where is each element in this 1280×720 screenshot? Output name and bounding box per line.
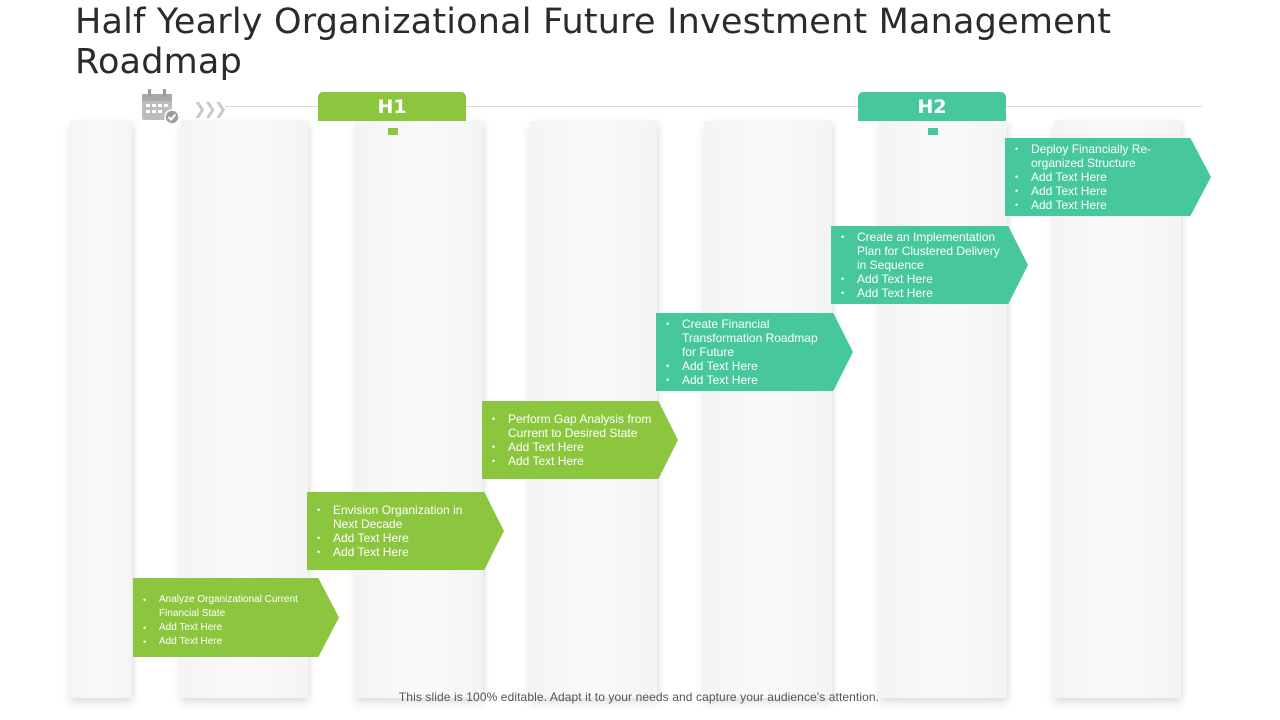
roadmap-step-6: Deploy Financially Re-organized Structur… xyxy=(1005,138,1211,216)
step-2-item: Add Text Here xyxy=(315,545,484,559)
step-5-item: Add Text Here xyxy=(839,286,1008,300)
half-tab-h2: H2 xyxy=(858,92,1006,121)
footer-note: This slide is 100% editable. Adapt it to… xyxy=(398,690,880,704)
timeline-column xyxy=(1053,121,1181,698)
step-5-item: Create an Implementation Plan for Cluste… xyxy=(839,230,1008,272)
roadmap-step-4: Create Financial Transformation Roadmap … xyxy=(656,313,853,391)
step-3-item: Perform Gap Analysis from Current to Des… xyxy=(490,412,658,440)
half-tab-h1: H1 xyxy=(318,92,466,121)
step-4-item: Create Financial Transformation Roadmap … xyxy=(664,317,833,359)
timeline-column xyxy=(879,121,1007,698)
h1-marker xyxy=(388,128,398,135)
step-6-item: Add Text Here xyxy=(1013,170,1191,184)
step-3-item: Add Text Here xyxy=(490,440,658,454)
timeline-axis xyxy=(225,106,1202,107)
step-4-item: Add Text Here xyxy=(664,359,833,373)
step-6-item: Add Text Here xyxy=(1013,184,1191,198)
roadmap-step-3: Perform Gap Analysis from Current to Des… xyxy=(482,401,678,479)
h2-marker xyxy=(928,128,938,135)
step-2-item: Add Text Here xyxy=(315,531,484,545)
step-1-item: Analyze Organizational Current Financial… xyxy=(141,593,319,621)
timeline-column xyxy=(69,121,132,698)
roadmap-step-5: Create an Implementation Plan for Cluste… xyxy=(831,226,1028,304)
step-6-item: Add Text Here xyxy=(1013,198,1191,212)
step-5-item: Add Text Here xyxy=(839,272,1008,286)
step-1-item: Add Text Here xyxy=(141,635,319,649)
step-3-item: Add Text Here xyxy=(490,454,658,468)
step-4-item: Add Text Here xyxy=(664,373,833,387)
triple-chevron-right-icon: ❯❯❯ xyxy=(193,99,227,118)
page-title: Half Yearly Organizational Future Invest… xyxy=(75,2,1112,82)
step-1-item: Add Text Here xyxy=(141,621,319,635)
timeline-column xyxy=(355,121,483,698)
roadmap-step-2: Envision Organization in Next Decade Add… xyxy=(307,492,504,570)
timeline-column xyxy=(704,121,832,698)
roadmap-step-1: Analyze Organizational Current Financial… xyxy=(133,578,339,657)
calendar-check-icon xyxy=(142,89,180,125)
step-2-item: Envision Organization in Next Decade xyxy=(315,503,484,531)
step-6-item: Deploy Financially Re-organized Structur… xyxy=(1013,142,1191,170)
